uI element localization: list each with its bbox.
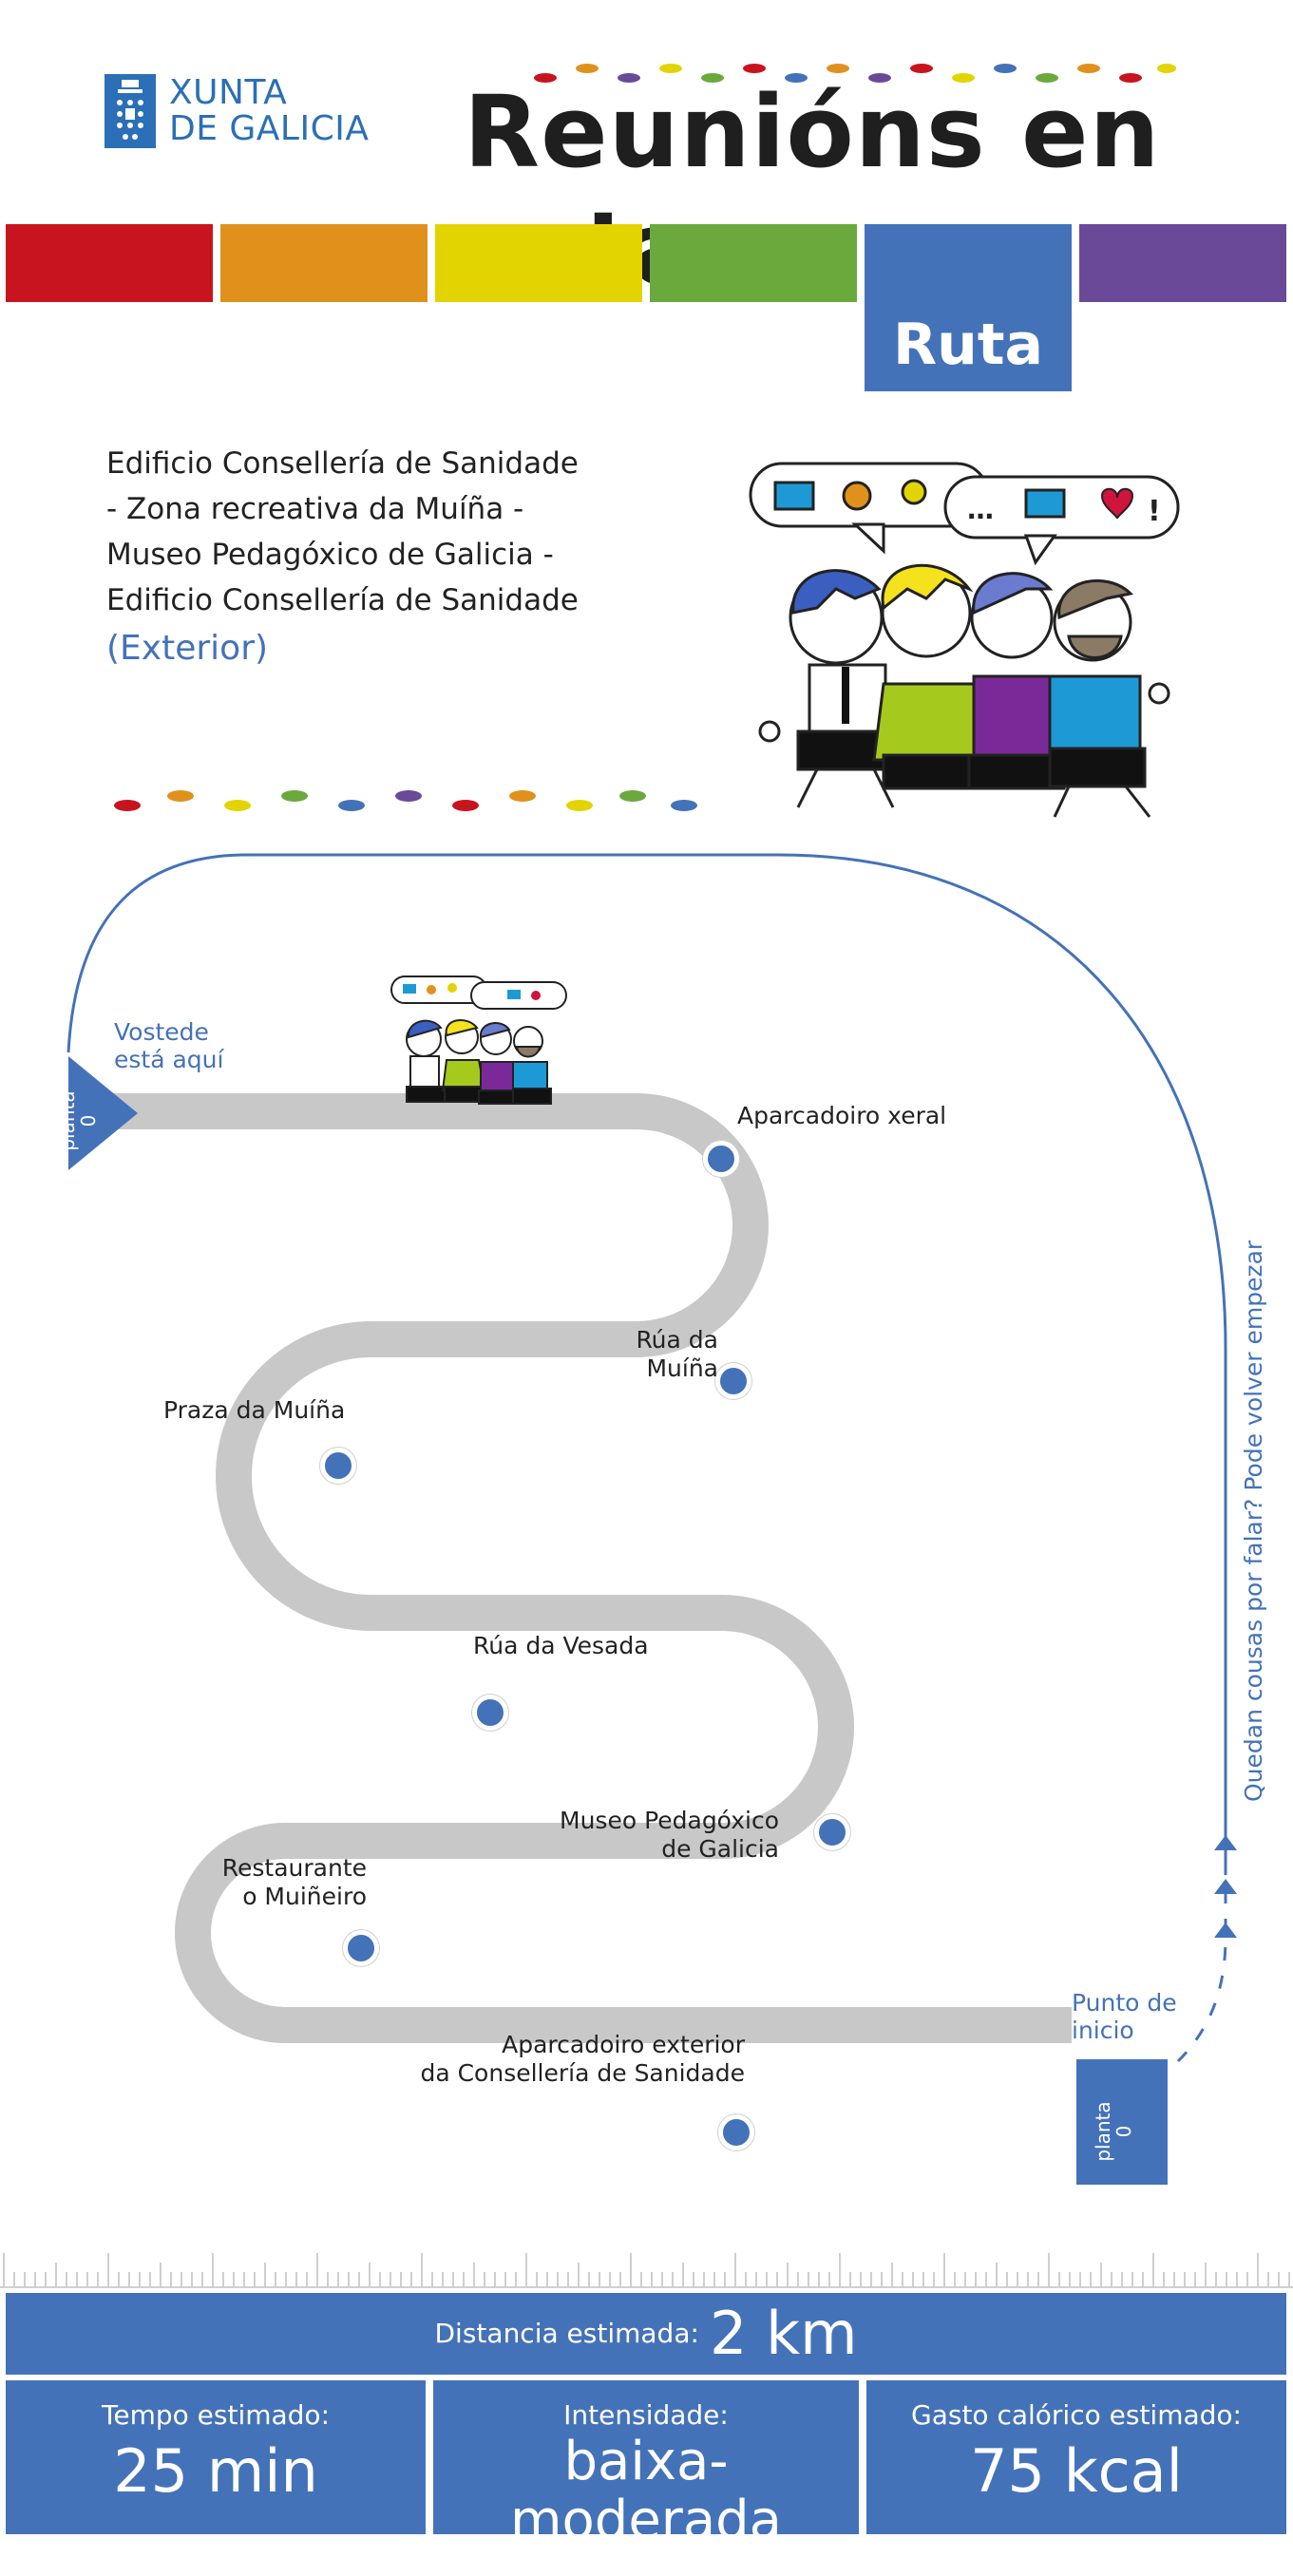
- intensity-sub: (3 MET/min): [577, 2549, 715, 2576]
- end-marker-label: planta 0: [1092, 2093, 1150, 2169]
- start-marker-line-1: planta: [56, 1090, 79, 1151]
- xunta-logo: XUNTA DE GALICIA: [105, 74, 390, 152]
- you-are-here-line-1: Vostede: [114, 1018, 209, 1046]
- stop-label-3-line-1: Praza da Muíña: [163, 1396, 346, 1424]
- band-yellow: [435, 224, 642, 302]
- walking-people-illustration: … !: [749, 462, 1180, 818]
- stop-label-4: Rúa da Vesada: [473, 1632, 649, 1660]
- route-line-1: Edificio Consellería de Sanidade: [106, 446, 579, 481]
- time-value: 25 min: [113, 2436, 318, 2506]
- stop-label-5-line-2: de Galicia: [661, 1835, 779, 1863]
- route-line-3: Museo Pedagóxico de Galicia -: [106, 538, 554, 572]
- stop-dot-2[interactable]: [715, 1363, 751, 1399]
- band-orange: [220, 224, 428, 302]
- route-environment: (Exterior): [106, 629, 269, 668]
- stop-label-3: Praza da Muíña: [163, 1396, 345, 1425]
- stop-label-2-line-1: Rúa da Muíña: [636, 1326, 718, 1382]
- route-line-2: - Zona recreativa da Muíña -: [106, 492, 524, 526]
- intensity-label: Intensidade:: [563, 2399, 729, 2431]
- distance-label: Distancia estimada:: [434, 2318, 699, 2349]
- start-point-label: Punto de inicio: [1072, 1989, 1177, 2044]
- calories-panel: Gasto calórico estimado: 75 kcal: [866, 2380, 1286, 2534]
- stop-label-1: Aparcadoiro xeral: [737, 1102, 946, 1130]
- start-marker: [68, 1056, 138, 1170]
- end-marker-line-2: 0: [1112, 2125, 1135, 2138]
- stop-label-7-line-2: da Consellería de Sanidade: [420, 2059, 745, 2087]
- stop-label-1-line-1: Aparcadoiro xeral: [737, 1102, 947, 1129]
- stop-label-2: Rúa da Muíña: [559, 1326, 718, 1383]
- calories-label: Gasto calórico estimado:: [911, 2399, 1242, 2431]
- distance-panel: Distancia estimada: 2 km: [6, 2293, 1286, 2375]
- return-path: [67, 853, 1227, 1862]
- walking-path: [105, 1093, 1072, 2043]
- stop-label-7-line-1: Aparcadoiro exterior: [502, 2031, 745, 2058]
- stop-dot-7[interactable]: [718, 2114, 754, 2150]
- intensity-panel: Intensidade: baixa-moderada (3 MET/min): [433, 2380, 859, 2575]
- route-line-4: Edificio Consellería de Sanidade: [106, 583, 579, 617]
- stop-dot-3[interactable]: [320, 1448, 356, 1484]
- start-point-line-1: Punto de: [1072, 1989, 1177, 2017]
- stop-label-5-line-1: Museo Pedagóxico: [560, 1807, 779, 1834]
- svg-text:…: …: [967, 494, 994, 525]
- intensity-value: baixa-moderada: [509, 2431, 782, 2551]
- stop-dot-1[interactable]: [703, 1141, 739, 1177]
- distance-value: 2 km: [710, 2299, 858, 2368]
- band-purple: [1079, 224, 1286, 302]
- route-description: Edificio Consellería de Sanidade - Zona …: [106, 441, 638, 668]
- svg-text:!: !: [1148, 495, 1161, 528]
- arrow-up-icon: [1214, 1835, 1237, 1938]
- end-marker: [1076, 2059, 1168, 2185]
- route-map: [67, 853, 1237, 2185]
- you-are-here-label: Vostede está aquí: [114, 1018, 223, 1073]
- stop-label-5: Museo Pedagóxico de Galicia: [532, 1807, 779, 1864]
- stop-label-6-line-2: o Muiñeiro: [242, 1883, 367, 1910]
- logo-line-2: DE GALICIA: [169, 109, 370, 148]
- walking-people-small-illustration: [390, 975, 567, 1105]
- route-badge: Ruta 5: [865, 224, 1072, 620]
- stop-label-7: Aparcadoiro exterior da Consellería de S…: [380, 2031, 745, 2088]
- return-text: Quedan cousas por falar? Pode volver emp…: [1240, 1240, 1267, 1802]
- end-marker-line-1: planta: [1092, 2101, 1114, 2162]
- stop-label-4-line-1: Rúa da Vesada: [473, 1632, 649, 1659]
- footprints-icon: [534, 64, 1176, 83]
- time-label: Tempo estimado:: [102, 2399, 330, 2431]
- calories-value: 75 kcal: [970, 2436, 1183, 2506]
- ruler-icon: [0, 2253, 1293, 2288]
- footprints-icon: [114, 790, 697, 811]
- you-are-here-line-2: está aquí: [114, 1046, 224, 1073]
- start-marker-label: planta 0: [56, 1083, 114, 1159]
- start-point-line-2: inicio: [1072, 2017, 1134, 2044]
- stop-dot-6[interactable]: [343, 1930, 379, 1966]
- logo-line-1: XUNTA: [169, 73, 288, 112]
- stop-dot-5[interactable]: [814, 1814, 850, 1850]
- band-red: [6, 224, 213, 302]
- time-panel: Tempo estimado: 25 min: [6, 2380, 426, 2534]
- stop-label-6: Restaurante o Muiñeiro: [190, 1854, 367, 1911]
- xunta-emblem-icon: [105, 74, 156, 148]
- band-green: [650, 224, 857, 302]
- start-marker-line-2: 0: [77, 1114, 100, 1127]
- stop-label-6-line-1: Restaurante: [221, 1854, 367, 1882]
- stop-dot-4[interactable]: [472, 1695, 508, 1731]
